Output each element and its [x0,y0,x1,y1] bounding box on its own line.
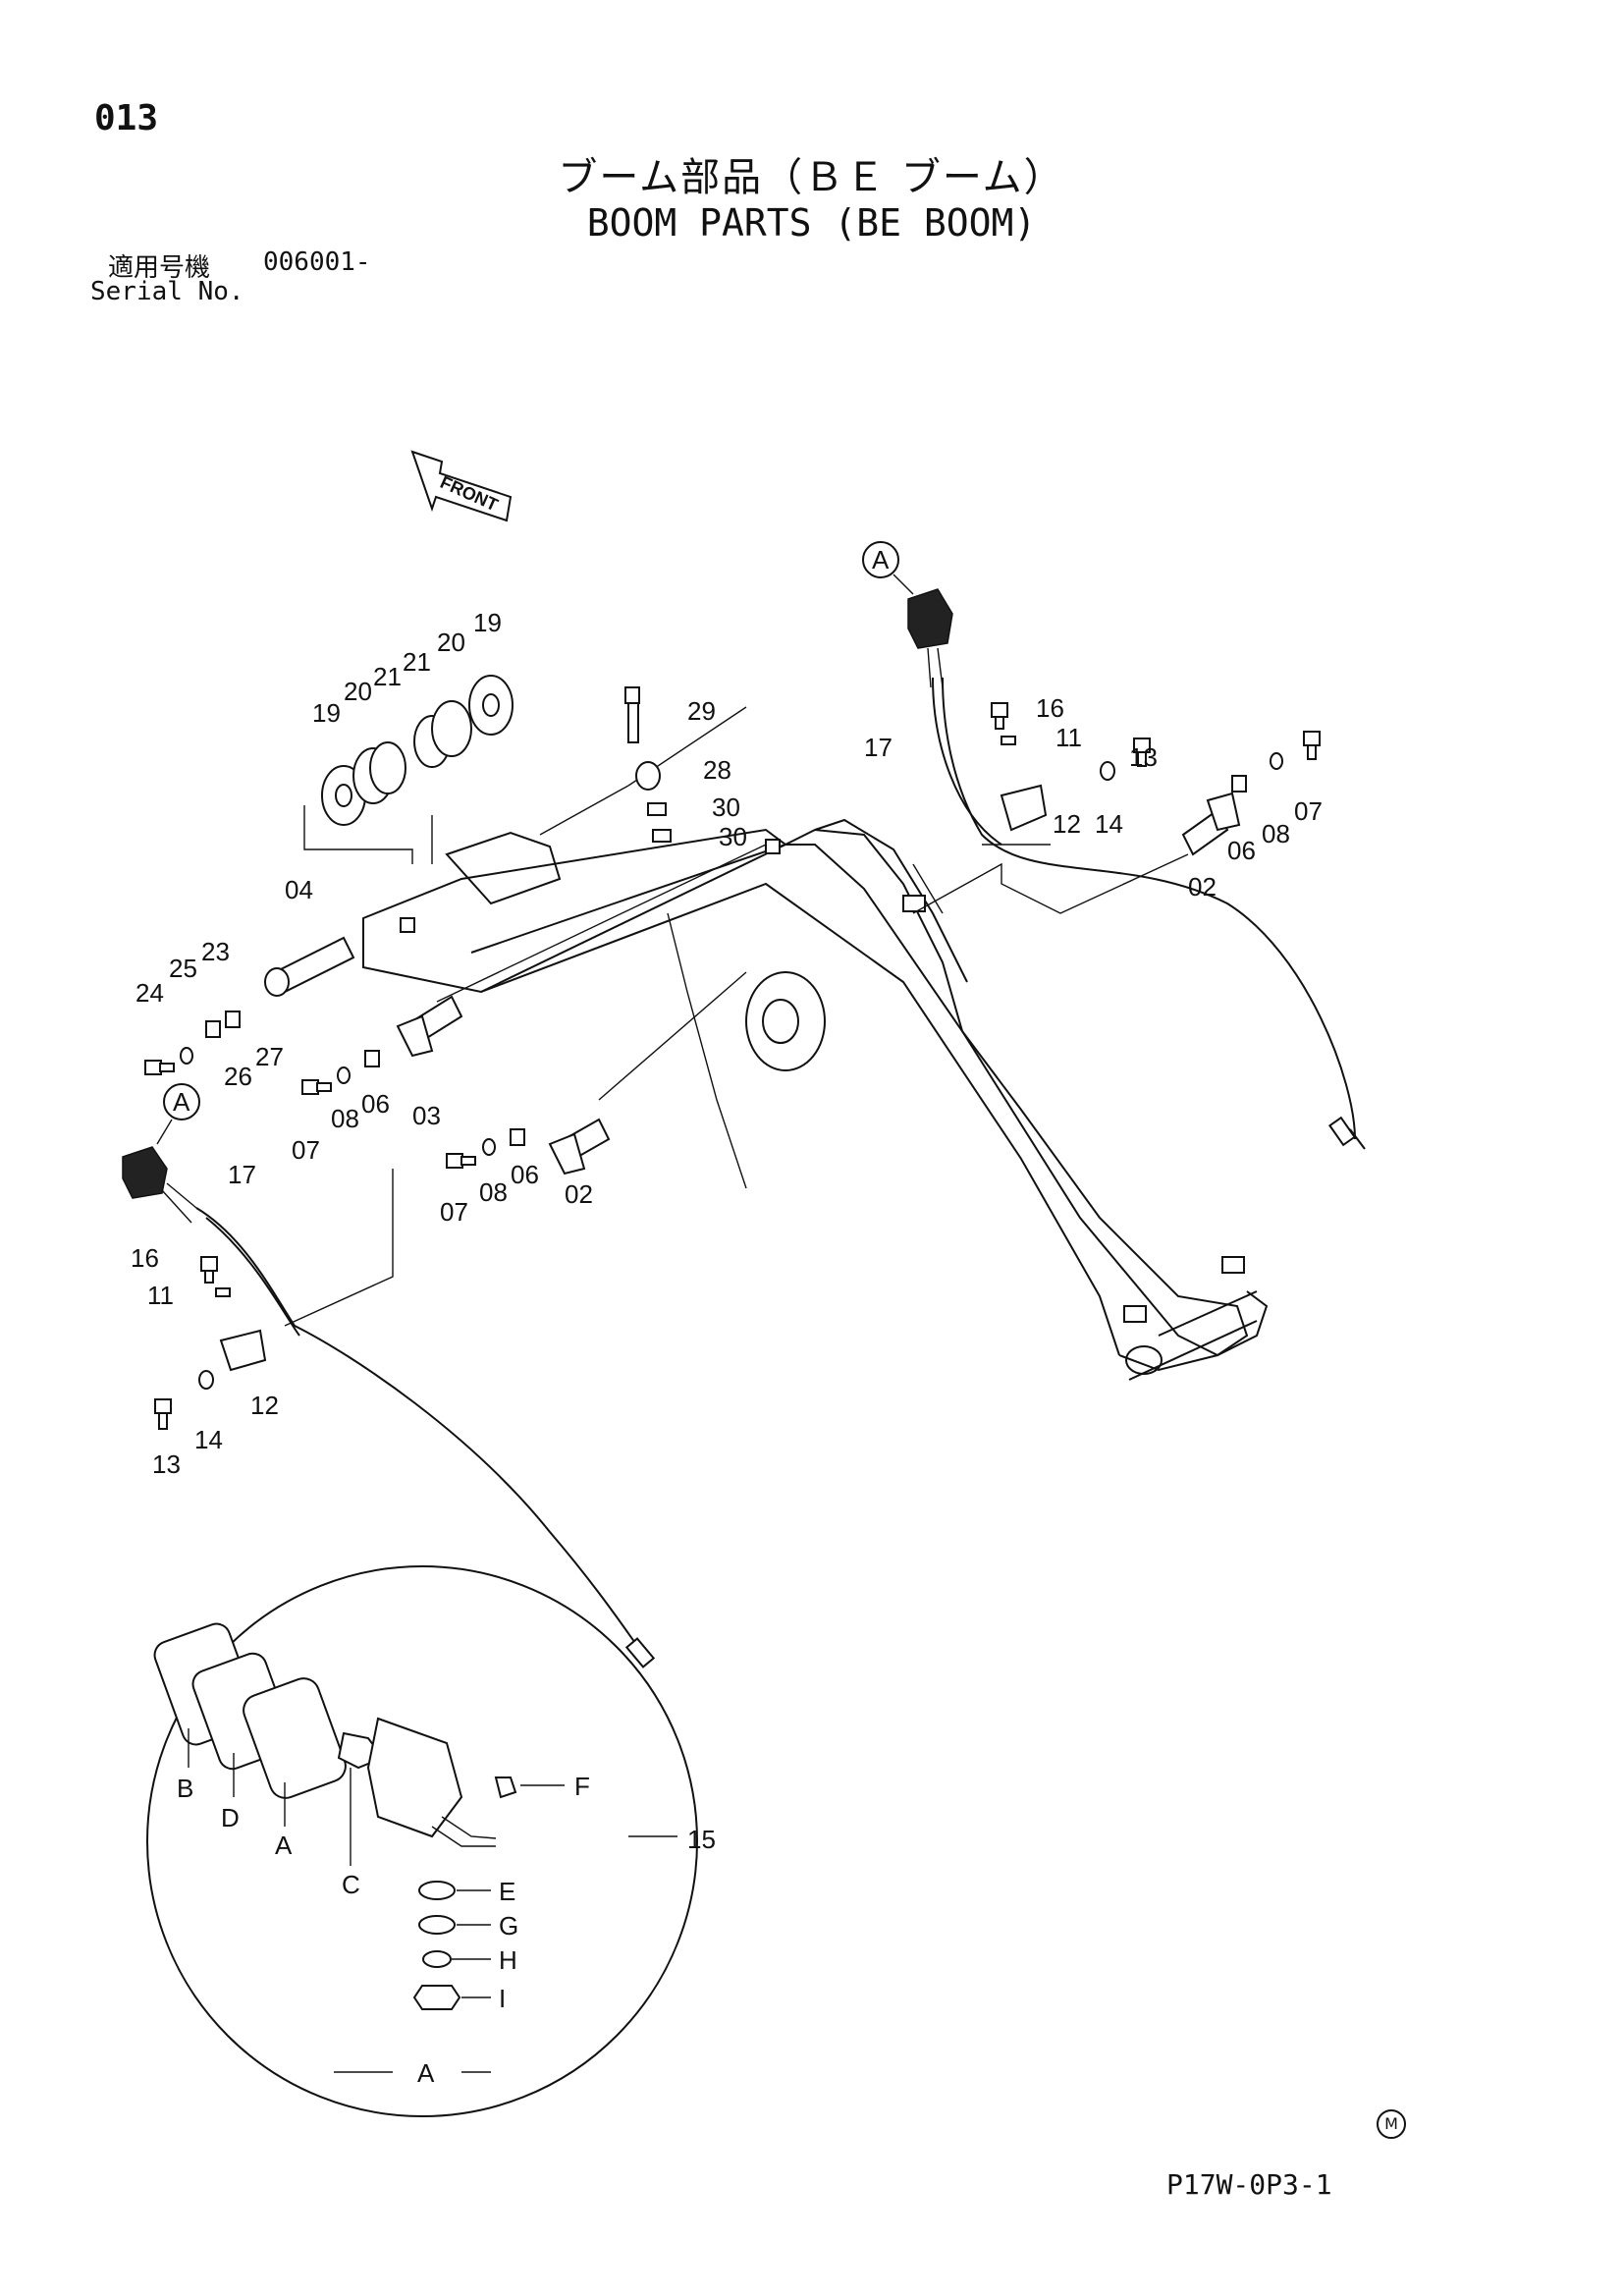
callout-08: 08 [331,1104,359,1133]
callout-14: 14 [194,1425,223,1454]
callout-20: 20 [344,677,372,706]
pin-04 [264,936,355,997]
detail-label-h: H [499,1945,517,1975]
callout-12: 12 [250,1391,279,1420]
callout-23: 23 [201,937,230,966]
callout-14: 14 [1095,809,1123,839]
detail-label-a-bottom: A [417,2058,435,2088]
detail-label-g: G [499,1911,518,1941]
callout-06: 06 [1227,836,1256,865]
callout-03: 03 [412,1101,441,1130]
reference-a-upper: A [862,541,914,595]
detail-label-a: A [275,1831,293,1860]
bolt-29 [624,686,640,743]
serial-value: 006001- [263,247,371,277]
nut-30b [652,829,672,843]
reference-a-label: A [173,1087,190,1117]
callout-07: 07 [440,1197,468,1227]
washer-stack [321,675,514,826]
reference-a-left: A [156,1083,200,1145]
callout-17: 17 [864,733,893,762]
detail-label-d: D [221,1803,240,1832]
lamp-assembly-upper [907,588,953,688]
callout-21: 21 [403,647,431,677]
callout-06: 06 [511,1160,539,1189]
pin-02-upper [1181,792,1241,856]
detail-label-i: I [499,1984,506,2013]
callout-20: 20 [437,628,465,657]
washer-28 [635,761,661,791]
lamp-assembly-left [122,1146,197,1224]
callout-24: 24 [135,978,164,1008]
callout-19: 19 [312,698,341,728]
callout-25: 25 [169,954,197,983]
callout-19: 19 [473,608,502,637]
callout-21: 21 [373,662,402,691]
callout-16: 16 [131,1243,159,1273]
footer-code: P17W-0P3-1 [1166,2168,1332,2201]
serial-label-japanese: 適用号機 [108,253,211,283]
detail-label-b: B [177,1774,193,1803]
callout-02: 02 [565,1179,593,1209]
detail-label-e: E [499,1877,515,1906]
callout-02: 02 [1188,872,1217,902]
title-japanese: ブーム部品（ＢＥ ブーム） [558,155,1065,200]
title-english: BOOM PARTS (BE BOOM) [586,201,1037,245]
callout-30: 30 [712,793,740,822]
detail-label-c: C [342,1870,360,1899]
cable-left [195,1207,656,1668]
callout-08: 08 [479,1177,508,1207]
callout-13: 13 [1129,742,1158,772]
callout-04: 04 [285,875,313,904]
callout-15: 15 [687,1825,716,1854]
detail-circle [146,1565,698,2117]
page-number: 013 [94,98,159,138]
nut-30a [647,802,667,816]
boom-body [362,818,1269,1381]
detail-label-f: F [574,1772,590,1801]
callout-29: 29 [687,696,716,726]
callout-27: 27 [255,1042,284,1071]
small-fasteners [144,702,1321,1430]
serial-label-english: Serial No. [90,277,244,306]
callout-11: 11 [147,1281,174,1310]
callout-26: 26 [224,1062,252,1091]
leader-lines [284,706,1189,1327]
callout-12: 12 [1053,809,1081,839]
callout-07: 07 [1294,796,1323,826]
callout-13: 13 [152,1449,181,1479]
callout-06: 06 [361,1089,390,1119]
cable-right [932,677,1366,1150]
callout-11: 11 [1055,723,1082,752]
pin-02-lower [548,1118,611,1175]
reference-a-label: A [872,545,890,574]
callout-30: 30 [719,822,747,851]
callout-28: 28 [703,755,731,785]
front-arrow-icon: FRONT [410,450,513,522]
callout-16: 16 [1036,693,1064,723]
callout-07: 07 [292,1135,320,1165]
m-mark-icon: M [1377,2109,1406,2139]
callout-08: 08 [1262,819,1290,848]
callout-17: 17 [228,1160,256,1189]
callout-labels: 19 20 21 21 20 19 29 28 30 30 04 24 25 2… [131,608,1323,2088]
pin-03 [396,995,463,1058]
